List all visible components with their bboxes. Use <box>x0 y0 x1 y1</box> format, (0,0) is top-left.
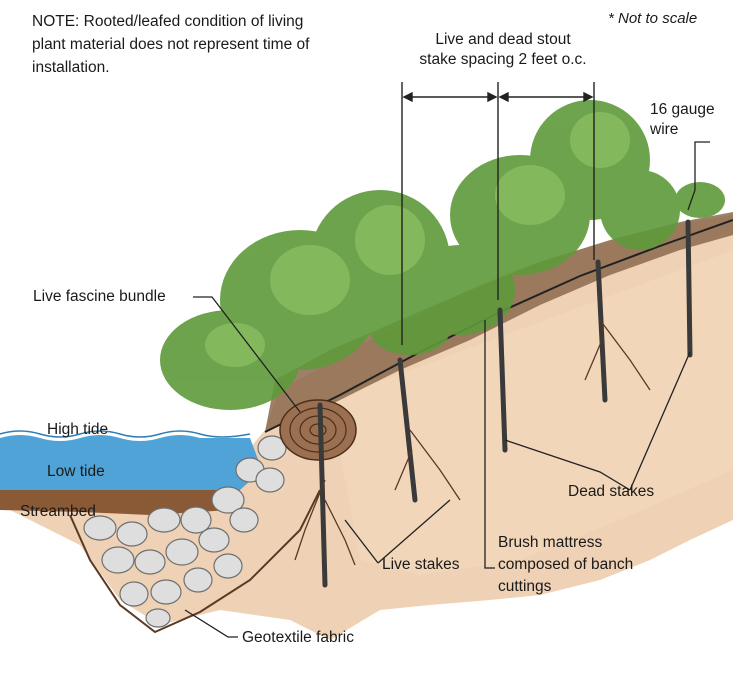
brush-line3: cuttings <box>498 576 633 598</box>
stake-spacing-line1: Live and dead stout <box>408 30 598 50</box>
stake-spacing-label: Live and dead stout stake spacing 2 feet… <box>408 30 598 70</box>
note-text: NOTE: Rooted/leafed condition of living … <box>32 10 322 79</box>
low-tide-label: Low tide <box>47 462 105 482</box>
live-fascine-label: Live fascine bundle <box>33 287 166 307</box>
wire-label: 16 gauge wire <box>650 100 715 140</box>
brush-mattress-label: Brush mattress composed of banch cutting… <box>498 532 633 598</box>
wire-line2: wire <box>650 120 715 140</box>
wire-line1: 16 gauge <box>650 100 715 120</box>
high-tide-label: High tide <box>47 420 108 440</box>
stake-spacing-line2: stake spacing 2 feet o.c. <box>408 50 598 70</box>
brush-line1: Brush mattress <box>498 532 633 554</box>
live-stakes-label: Live stakes <box>382 555 460 575</box>
water-body <box>0 435 262 490</box>
water-wave <box>0 431 250 437</box>
dead-stakes-label: Dead stakes <box>568 482 654 502</box>
streambed-label: Streambed <box>20 502 96 522</box>
brush-line2: composed of banch <box>498 554 633 576</box>
scale-note: * Not to scale <box>608 10 697 27</box>
geotextile-label: Geotextile fabric <box>242 628 354 648</box>
